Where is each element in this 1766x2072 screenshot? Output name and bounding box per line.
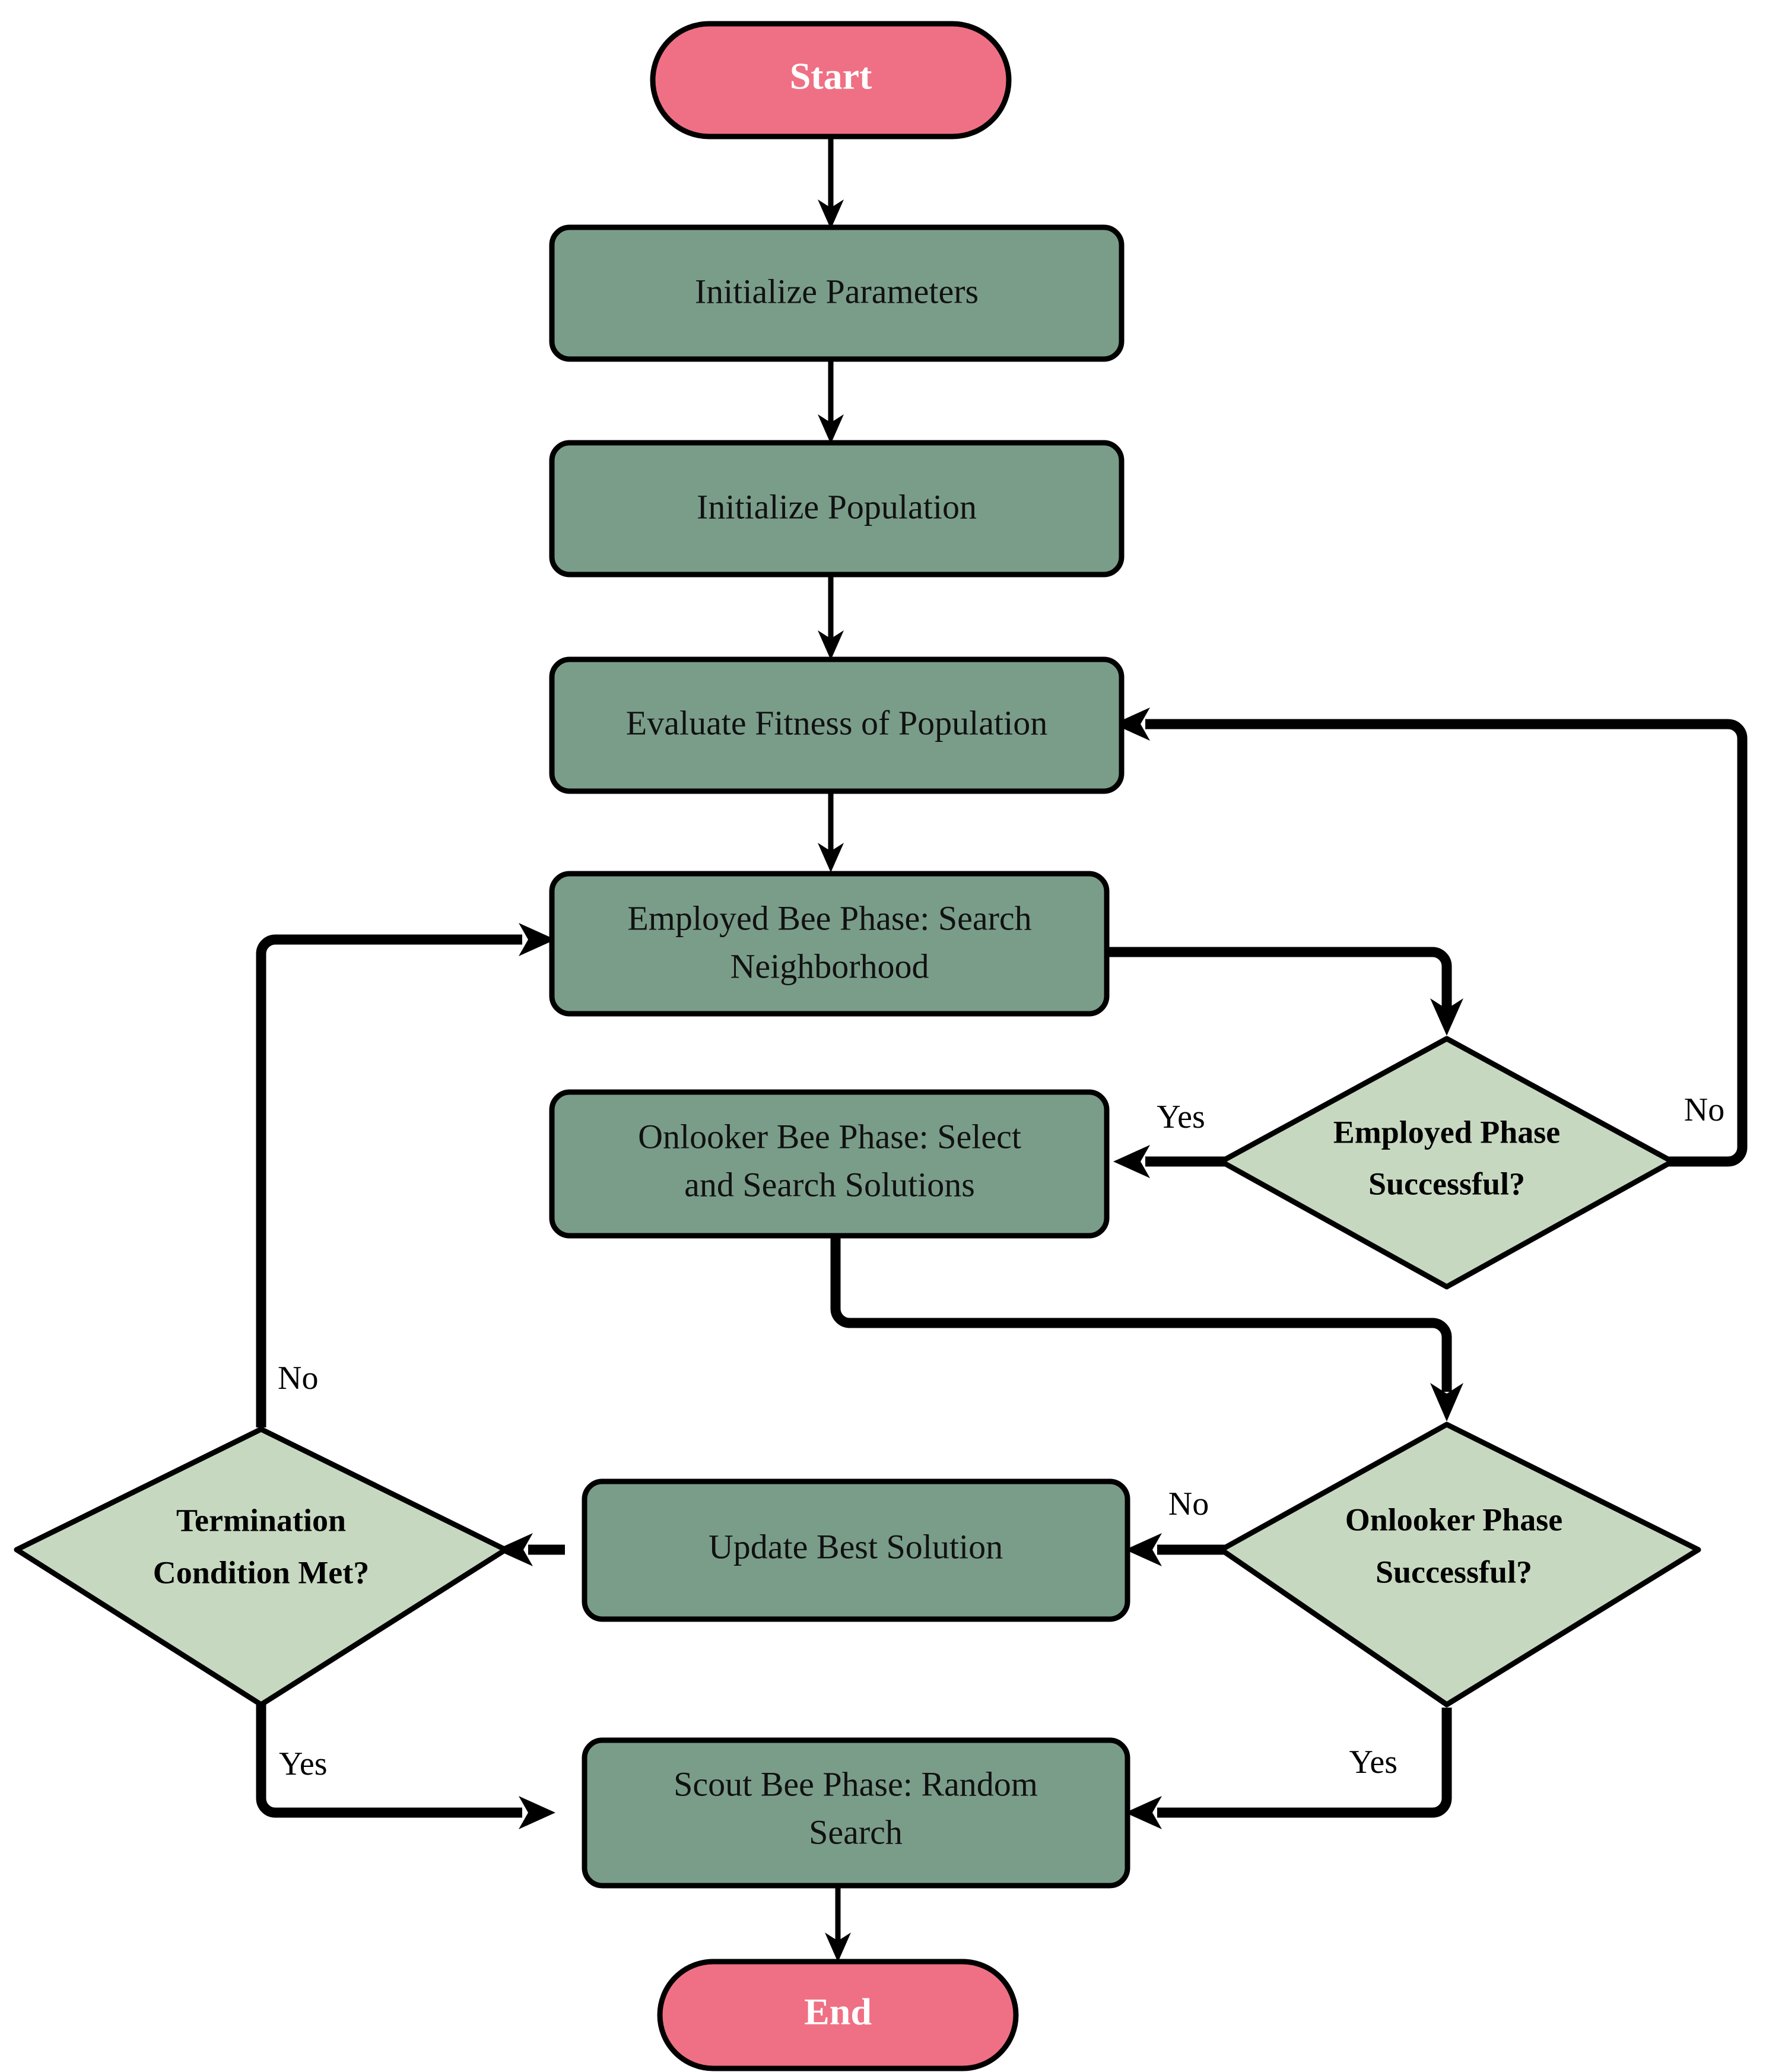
- node-employed-bee-phase-label-line1: Employed Bee Phase: Search: [627, 899, 1031, 937]
- edge-label-onlooker-yes: Yes: [1349, 1744, 1397, 1781]
- node-update-best-solution[interactable]: Update Best Solution: [582, 1478, 1130, 1622]
- edge-label-termination-yes: Yes: [279, 1746, 327, 1782]
- node-scout-bee-phase[interactable]: Scout Bee Phase: Random Search: [582, 1737, 1130, 1889]
- node-start-label: Start: [790, 55, 872, 97]
- node-start[interactable]: Start: [650, 21, 1012, 139]
- edge-scout-bee-phase-to-end: [825, 1886, 851, 1962]
- node-employed-phase-decision-label-line1: Employed Phase: [1333, 1114, 1561, 1150]
- node-onlooker-bee-phase-label-line1: Onlooker Bee Phase: Select: [638, 1117, 1021, 1156]
- node-end-label: End: [804, 1991, 872, 2033]
- node-termination-decision-label-line1: Termination: [176, 1502, 346, 1538]
- edge-onlooker-bee-phase-to-onlooker-decision: [830, 1236, 1463, 1421]
- node-initialize-parameters[interactable]: Initialize Parameters: [549, 224, 1125, 362]
- edge-employed-bee-phase-to-employed-decision: [1105, 947, 1463, 1036]
- node-initialize-population[interactable]: Initialize Population: [549, 440, 1125, 578]
- edge-onlooker-decision-yes-to-scout-bee-phase: Yes: [1125, 1708, 1452, 1829]
- node-scout-bee-phase-label-line2: Search: [809, 1813, 903, 1851]
- node-evaluate-fitness-label: Evaluate Fitness of Population: [626, 703, 1047, 742]
- node-employed-phase-decision[interactable]: Employed Phase Successful?: [1218, 1036, 1675, 1290]
- node-termination-decision-label-line2: Condition Met?: [153, 1554, 370, 1590]
- edge-employed-decision-yes-to-onlooker-bee-phase: Yes: [1113, 1099, 1226, 1178]
- edge-label-termination-no: No: [278, 1360, 318, 1397]
- edge-label-onlooker-no: No: [1168, 1486, 1209, 1522]
- node-end[interactable]: End: [657, 1959, 1019, 2071]
- node-initialize-population-label: Initialize Population: [697, 487, 977, 526]
- node-scout-bee-phase-label-line1: Scout Bee Phase: Random: [674, 1765, 1038, 1803]
- edge-employed-decision-no-to-evaluate-fitness: No: [1113, 707, 1748, 1167]
- node-employed-phase-decision-label-line2: Successful?: [1368, 1166, 1525, 1201]
- node-employed-bee-phase[interactable]: Employed Bee Phase: Search Neighborhood: [549, 871, 1110, 1017]
- node-termination-decision[interactable]: Termination Condition Met?: [14, 1426, 509, 1708]
- node-evaluate-fitness[interactable]: Evaluate Fitness of Population: [549, 656, 1125, 794]
- edge-update-best-solution-to-termination-decision: [496, 1533, 565, 1566]
- edge-termination-decision-no-to-employed-bee-phase: No: [256, 923, 555, 1427]
- edge-layer: Yes No No Yes: [256, 135, 1748, 1962]
- node-onlooker-phase-decision[interactable]: Onlooker Phase Successful?: [1218, 1421, 1701, 1708]
- edge-start-to-init-parameters: [818, 135, 844, 229]
- node-onlooker-phase-decision-label-line1: Onlooker Phase: [1345, 1502, 1563, 1537]
- edge-label-employed-yes: Yes: [1157, 1099, 1205, 1135]
- edge-label-employed-no: No: [1684, 1091, 1724, 1128]
- edge-evaluate-fitness-to-employed-bee-phase: [818, 792, 844, 872]
- node-onlooker-bee-phase-label-line2: and Search Solutions: [684, 1165, 975, 1204]
- node-onlooker-phase-decision-label-line2: Successful?: [1376, 1554, 1532, 1589]
- edge-onlooker-decision-no-to-update-best-solution: No: [1125, 1486, 1226, 1566]
- node-layer: Start Initialize Parameters Initialize P…: [14, 21, 1701, 2071]
- node-initialize-parameters-label: Initialize Parameters: [695, 272, 979, 310]
- edge-init-parameters-to-init-population: [818, 358, 844, 444]
- node-update-best-solution-label: Update Best Solution: [709, 1527, 1003, 1566]
- node-employed-bee-phase-label-line2: Neighborhood: [730, 947, 929, 985]
- edge-init-population-to-evaluate-fitness: [818, 575, 844, 660]
- edge-termination-decision-yes-to-scout-bee-phase: Yes: [256, 1705, 555, 1829]
- node-onlooker-bee-phase[interactable]: Onlooker Bee Phase: Select and Search So…: [549, 1089, 1110, 1239]
